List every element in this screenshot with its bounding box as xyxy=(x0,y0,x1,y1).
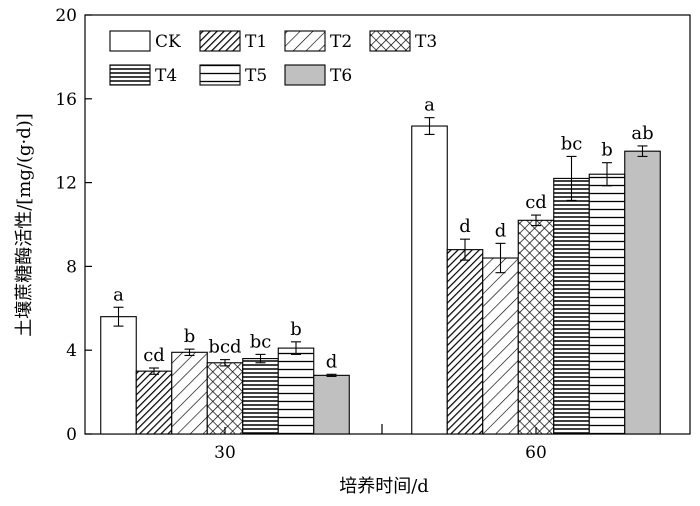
bar xyxy=(553,177,590,435)
bar xyxy=(277,347,315,435)
legend-swatch xyxy=(369,30,411,52)
bar xyxy=(135,370,173,435)
significance-label: cd xyxy=(525,192,547,213)
bar xyxy=(517,219,555,435)
x-tick-label: 60 xyxy=(525,443,547,463)
y-tick-label: 12 xyxy=(55,174,77,194)
significance-label: a xyxy=(113,284,124,305)
legend-swatch xyxy=(284,64,326,86)
significance-label: cd xyxy=(143,345,165,366)
legend-label: T4 xyxy=(155,66,177,86)
legend-swatch xyxy=(109,64,151,86)
bar xyxy=(242,358,279,435)
bar xyxy=(100,316,137,435)
bar xyxy=(588,173,626,435)
y-tick-label: 20 xyxy=(55,6,77,26)
y-tick-label: 4 xyxy=(66,341,77,361)
bar xyxy=(411,125,448,435)
bar xyxy=(206,362,244,435)
legend-label: T6 xyxy=(330,66,352,86)
y-axis-title: 土壤蔗糖酶活性/[mg/(g·d)] xyxy=(14,113,35,337)
legend-swatch xyxy=(284,30,326,52)
x-tick-label: 30 xyxy=(214,443,236,463)
significance-label: b xyxy=(184,326,196,347)
bar xyxy=(624,150,661,435)
legend-swatch xyxy=(109,30,151,52)
y-tick-label: 8 xyxy=(66,257,77,277)
significance-label: d xyxy=(459,216,471,237)
x-axis-title: 培养时间/d xyxy=(339,476,429,497)
legend-label: T2 xyxy=(330,32,352,52)
significance-label: d xyxy=(495,220,507,241)
legend-label: T3 xyxy=(415,32,437,52)
significance-label: b xyxy=(601,140,613,161)
y-tick-label: 0 xyxy=(66,425,77,445)
bar xyxy=(313,374,350,435)
significance-label: bcd xyxy=(208,337,241,358)
significance-label: bc xyxy=(250,331,272,352)
significance-label: a xyxy=(424,95,435,116)
significance-label: ab xyxy=(631,123,653,144)
bar xyxy=(171,351,208,435)
legend-label: T1 xyxy=(245,32,267,52)
legend-swatch xyxy=(199,30,241,52)
plot-area xyxy=(84,14,691,435)
legend-swatch xyxy=(199,64,241,86)
axes: 0 4 8 12 16 20 30 60 xyxy=(55,6,546,463)
y-tick-label: 16 xyxy=(55,90,77,110)
bar xyxy=(482,257,519,435)
plot-frame xyxy=(84,14,691,435)
significance-label: b xyxy=(290,319,302,340)
bar xyxy=(446,249,484,435)
legend-label: CK xyxy=(155,32,181,52)
legend-label: T5 xyxy=(245,66,267,86)
significance-label: d xyxy=(326,351,338,372)
significance-label: bc xyxy=(561,133,583,154)
